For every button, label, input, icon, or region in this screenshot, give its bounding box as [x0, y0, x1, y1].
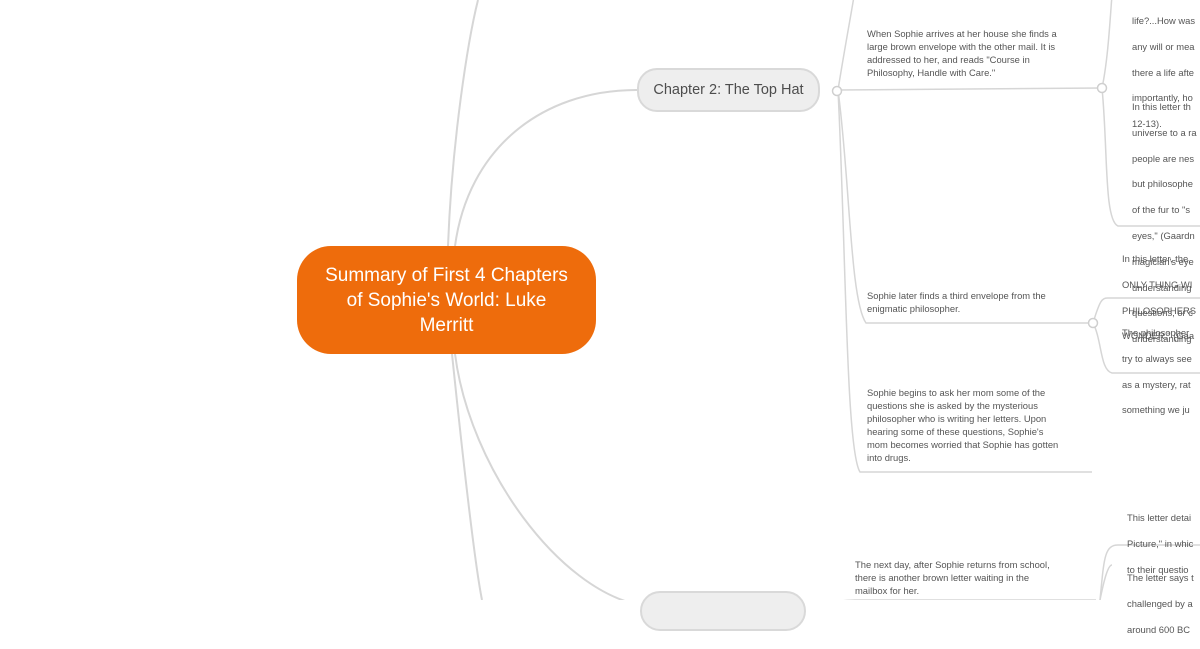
connector-ch2-hub: [837, 87, 1103, 91]
note-third-letter-wonder[interactable]: In this letter, the ONLY THING WI PHILOS…: [1122, 240, 1196, 356]
note-line: people are nes: [1132, 152, 1195, 164]
note-line: there a life afte: [1132, 66, 1195, 78]
topic-chapter-2-label: Chapter 2: The Top Hat: [653, 82, 804, 98]
central-topic-label: Summary of First 4 Chapters of Sophie's …: [325, 264, 568, 336]
note-line: This letter detai: [1127, 511, 1192, 523]
note-line: something we ju: [1122, 404, 1190, 416]
note-line: of the fur to "s: [1132, 204, 1191, 216]
connector-central-bottom: [451, 353, 483, 600]
note-line: importantly, ho: [1132, 92, 1193, 104]
note-line: as a mystery, rat: [1122, 378, 1191, 390]
connector-central-top: [447, 0, 479, 247]
note-line: questions, or c: [1132, 307, 1193, 319]
note-line: life?...How was: [1132, 14, 1196, 26]
note-line: eyes," (Gaardn: [1132, 229, 1195, 241]
note-letter-questions[interactable]: life?...How was any will or mea there a …: [1132, 2, 1195, 144]
connector-ch2-note1: [837, 0, 855, 91]
note-line: 12-13).: [1132, 118, 1162, 130]
note-line: In this letter th: [1132, 100, 1191, 112]
ch2-junction: [831, 85, 843, 97]
note-third-letter-mystery[interactable]: The philosopher try to always see as a m…: [1122, 314, 1192, 430]
note-line: universe to a ra: [1132, 126, 1197, 138]
note-line: PHILOSOPHERS: [1122, 304, 1196, 316]
central-topic[interactable]: Summary of First 4 Chapters of Sophie's …: [297, 246, 596, 354]
note-line: any will or mea: [1132, 40, 1195, 52]
note-large-envelope[interactable]: When Sophie arrives at her house she fin…: [867, 28, 1057, 78]
connector-hub-letter2: [1101, 87, 1200, 227]
connector-ch2-note2: [837, 89, 1093, 324]
third-letter-junction: [1087, 317, 1099, 329]
note-line: The letter says t: [1127, 571, 1194, 583]
note-line: ONLY THING WI: [1122, 278, 1193, 290]
ch2-letter-junction: [1096, 82, 1108, 94]
note-mom-worried[interactable]: Sophie begins to ask her mom some of the…: [867, 387, 1059, 463]
note-line: In this letter, the: [1122, 252, 1189, 264]
connector-third-letter-a: [1092, 297, 1200, 324]
note-ch3-letter-challenged[interactable]: The letter says t challenged by a around…: [1127, 559, 1194, 649]
note-line: understanding: [1132, 281, 1192, 293]
note-line: Picture," in whic: [1127, 537, 1194, 549]
note-ch3-letter-picture[interactable]: This letter detai Picture," in whic to t…: [1127, 499, 1193, 589]
connector-central-chapter3: [454, 353, 626, 600]
note-line: to their questio: [1127, 563, 1189, 575]
topic-chapter-3[interactable]: [640, 591, 806, 631]
connector-ch2-note3: [837, 89, 1092, 473]
connector-ch3-letter-a: [1099, 544, 1200, 600]
note-line: around 600 BC: [1127, 623, 1191, 635]
note-letter-rabbit[interactable]: In this letter th universe to a ra peopl…: [1132, 88, 1197, 359]
note-line: magician's eye: [1132, 255, 1194, 267]
note-brown-letter[interactable]: The next day, after Sophie returns from …: [855, 559, 1050, 596]
topic-chapter-2[interactable]: Chapter 2: The Top Hat: [637, 68, 820, 112]
connector-central-chapter2: [454, 89, 638, 247]
note-third-envelope[interactable]: Sophie later finds a third envelope from…: [867, 290, 1046, 314]
connector-ch3-letter-b: [1099, 564, 1113, 600]
note-line: but philosophe: [1132, 178, 1193, 190]
connector-lines: [447, 0, 1200, 600]
connector-third-letter-b: [1092, 322, 1200, 374]
note-line: understanding: [1132, 333, 1192, 345]
note-line: The philosopher: [1122, 326, 1190, 338]
note-line: try to always see: [1122, 352, 1192, 364]
note-line: WONDER." (Gaa: [1122, 330, 1195, 342]
connector-hub-letter1: [1101, 0, 1113, 89]
